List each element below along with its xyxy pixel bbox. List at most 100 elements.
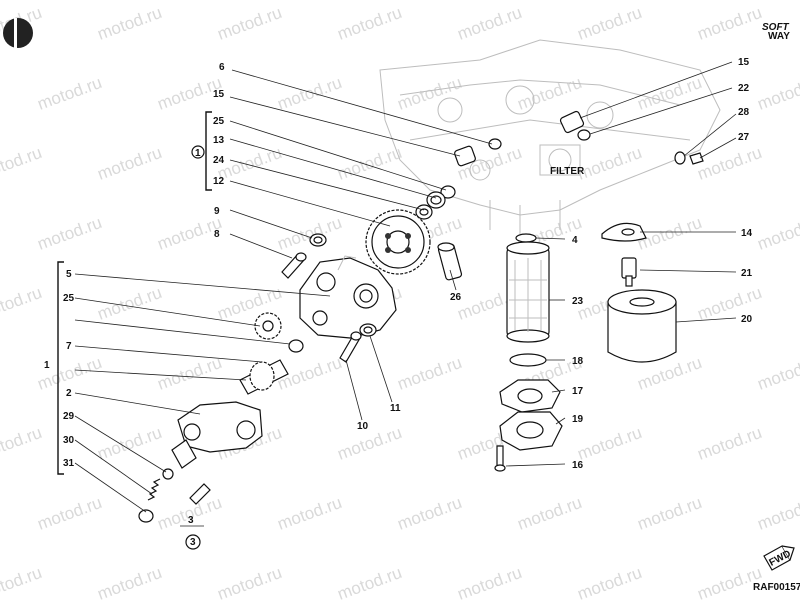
- callout-2: 2: [66, 388, 72, 399]
- watermark-text: motod.ru: [35, 493, 105, 534]
- engine-block-background: FILTER: [379, 39, 721, 235]
- watermark-text: motod.ru: [155, 493, 225, 534]
- callout-26: 26: [450, 292, 462, 303]
- watermark-layer: motod.ru motod.ru motod.ru motod.ru motod.ru…: [0, 3, 800, 600]
- watermark-text: motod.ru: [95, 283, 165, 324]
- watermark-text: motod.ru: [0, 283, 44, 324]
- callout-4: 4: [572, 235, 578, 246]
- part-7-shaft-gear: [239, 359, 289, 395]
- watermark-text: motod.ru: [215, 563, 285, 600]
- watermark-text: motod.ru: [395, 493, 465, 534]
- watermark-text: motod.ru: [515, 493, 585, 534]
- watermark-text: motod.ru: [215, 143, 285, 184]
- watermark-text: motod.ru: [335, 143, 405, 184]
- callout-8: 8: [214, 229, 220, 240]
- part-11-washer: [359, 323, 377, 337]
- fwd-arrow: FWD: [763, 545, 795, 571]
- watermark-text: motod.ru: [515, 73, 585, 114]
- watermark-text: motod.ru: [335, 3, 405, 44]
- part-13-bearing: [426, 191, 446, 209]
- callout-6: 6: [219, 62, 225, 73]
- watermark-text: motod.ru: [695, 143, 765, 184]
- part-27-plug: [689, 152, 704, 165]
- callout-10: 10: [357, 421, 369, 432]
- watermark-text: motod.ru: [575, 143, 645, 184]
- part-3-pin: [189, 483, 211, 505]
- watermark-text: motod.ru: [95, 3, 165, 44]
- watermark-text: motod.ru: [155, 353, 225, 394]
- part-26-bush: [437, 242, 463, 281]
- watermark-text: motod.ru: [755, 73, 800, 114]
- part-6-oring: [488, 138, 502, 150]
- watermark-text: motod.ru: [455, 563, 525, 600]
- part-30-spring: [147, 478, 161, 501]
- watermark-text: motod.ru: [575, 423, 645, 464]
- watermark-text: motod.ru: [275, 213, 345, 254]
- part-17-gasket: [499, 379, 561, 413]
- group-ref-lower: [180, 525, 204, 550]
- callout-14: 14: [741, 228, 753, 239]
- watermark-text: motod.ru: [275, 493, 345, 534]
- watermark-text: motod.ru: [635, 213, 705, 254]
- watermark-text: motod.ru: [0, 563, 44, 600]
- watermark-text: motod.ru: [755, 353, 800, 394]
- watermark-text: motod.ru: [95, 423, 165, 464]
- group-ref-lower-label: 3: [190, 537, 196, 548]
- callout-30: 30: [63, 435, 75, 446]
- brand-logo-left: [3, 18, 33, 48]
- part-9-dowel: [309, 233, 327, 247]
- watermark-text: motod.ru: [635, 73, 705, 114]
- callout-19: 19: [572, 414, 584, 425]
- part-21-union: [621, 257, 637, 287]
- callout-25-lower: 25: [63, 293, 75, 304]
- watermark-text: motod.ru: [575, 563, 645, 600]
- callout-17: 17: [572, 386, 584, 397]
- watermark-text: motod.ru: [455, 3, 525, 44]
- callout-21: 21: [741, 268, 753, 279]
- watermark-text: motod.ru: [695, 3, 765, 44]
- callout-23: 23: [572, 296, 584, 307]
- part-31-plug: [138, 509, 154, 523]
- part-19-cover: [499, 411, 563, 451]
- callout-15-left: 15: [213, 89, 225, 100]
- part-25-pump-gear: [254, 312, 282, 340]
- watermark-text: motod.ru: [0, 143, 44, 184]
- watermark-text: motod.ru: [95, 563, 165, 600]
- part-10-screw: [339, 331, 362, 363]
- part-15-sleeve-left: [454, 145, 476, 167]
- callout-29: 29: [63, 411, 75, 422]
- part-2-pump-cover: [171, 401, 263, 469]
- part-24-washer: [415, 204, 433, 220]
- callout-11: 11: [390, 403, 401, 414]
- callout-25-upper: 25: [213, 116, 225, 127]
- callout-7: 7: [66, 341, 72, 352]
- part-14-plate: [601, 222, 647, 242]
- callout-27: 27: [738, 132, 750, 143]
- brand-line2: WAY: [768, 31, 790, 42]
- filter-marking: FILTER: [550, 166, 585, 177]
- brand-line1: SOFT: [762, 22, 790, 33]
- callout-5: 5: [66, 269, 72, 280]
- part-28-washer: [674, 151, 686, 165]
- part-oring-pump: [288, 339, 304, 353]
- callout-28: 28: [738, 107, 750, 118]
- callout-24: 24: [213, 155, 225, 166]
- part-18-oring: [509, 353, 547, 367]
- watermark-text: motod.ru: [275, 73, 345, 114]
- watermark-text: motod.ru: [215, 3, 285, 44]
- watermark-text: motod.ru: [755, 493, 800, 534]
- group-bracket-upper: [191, 111, 212, 191]
- part-8-screw: [281, 252, 307, 279]
- watermark-text: motod.ru: [335, 563, 405, 600]
- part-20-oil-filter: [607, 289, 677, 363]
- callout-labels: 6 15 25 13 24 12 1 9 8 5 25 7 1 2 29 30 …: [44, 57, 753, 548]
- watermark-text: motod.ru: [755, 213, 800, 254]
- callout-1: 1: [44, 360, 50, 371]
- group-ref-upper: 1: [195, 148, 201, 159]
- callout-18: 18: [572, 356, 584, 367]
- part-15-sleeve-right: [559, 110, 585, 134]
- part-12-drive-gear: [365, 209, 431, 275]
- part-25-seal: [440, 185, 456, 199]
